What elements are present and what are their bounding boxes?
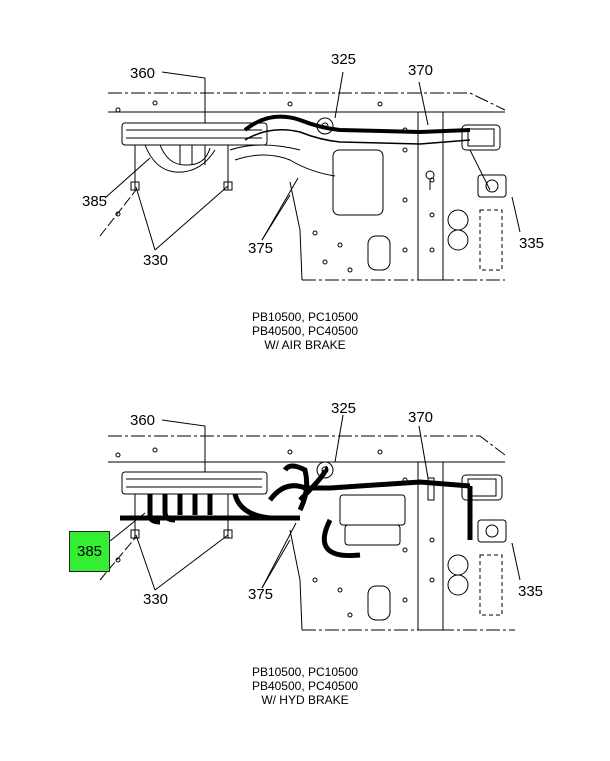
air-brake-caption: PB10500, PC10500 PB40500, PC40500 W/ AIR…: [0, 310, 610, 352]
panel-335-2: [477, 519, 507, 543]
highlight-label: 385: [76, 543, 103, 560]
connector-330: [130, 145, 233, 191]
callout-330: 330: [143, 252, 168, 269]
highlighted-callout-385[interactable]: 385: [69, 531, 110, 572]
callout-370-2: 370: [408, 409, 433, 426]
callout-375-2: 375: [248, 586, 273, 603]
callout-330-2: 330: [143, 591, 168, 608]
hyd-brake-caption: PB10500, PC10500 PB40500, PC40500 W/ HYD…: [0, 665, 610, 707]
caption-line-2-2: PB40500, PC40500: [251, 679, 359, 693]
callout-335: 335: [519, 235, 544, 252]
callout-375: 375: [248, 240, 273, 257]
callout-360-2: 360: [130, 412, 155, 429]
grommet-325-2: [316, 461, 334, 479]
caption-line-3-2: W/ HYD BRAKE: [261, 693, 349, 707]
callout-325: 325: [331, 51, 356, 68]
callout-385: 385: [82, 193, 107, 210]
leader-lines: [104, 71, 521, 251]
hyd-brake-callouts: 360 325 370 330 375 335: [130, 400, 543, 608]
callout-370: 370: [408, 62, 433, 79]
callout-325-2: 325: [331, 400, 356, 417]
module-360: [121, 122, 268, 146]
callout-360: 360: [130, 65, 155, 82]
caption-line-2: PB40500, PC40500: [251, 324, 359, 338]
air-brake-view: [99, 71, 521, 281]
leader-lines-2: [109, 414, 521, 591]
caption-line-1: PB10500, PC10500: [251, 310, 359, 324]
harness-bundle: [120, 463, 473, 559]
hyd-brake-view: [99, 414, 521, 631]
caption-line-3: W/ AIR BRAKE: [264, 338, 346, 352]
chassis-holes-2: [115, 447, 435, 618]
connector-370: [461, 124, 501, 151]
module-360-2: [121, 471, 268, 495]
grommet-325: [316, 117, 334, 135]
callout-335-2: 335: [518, 583, 543, 600]
chassis-holes: [115, 100, 435, 273]
air-brake-callouts: 360 325 370 385 330 375 335: [82, 51, 544, 269]
panel-335: [477, 174, 507, 198]
connector-370-2: [461, 474, 503, 501]
caption-line-1-2: PB10500, PC10500: [251, 665, 359, 679]
